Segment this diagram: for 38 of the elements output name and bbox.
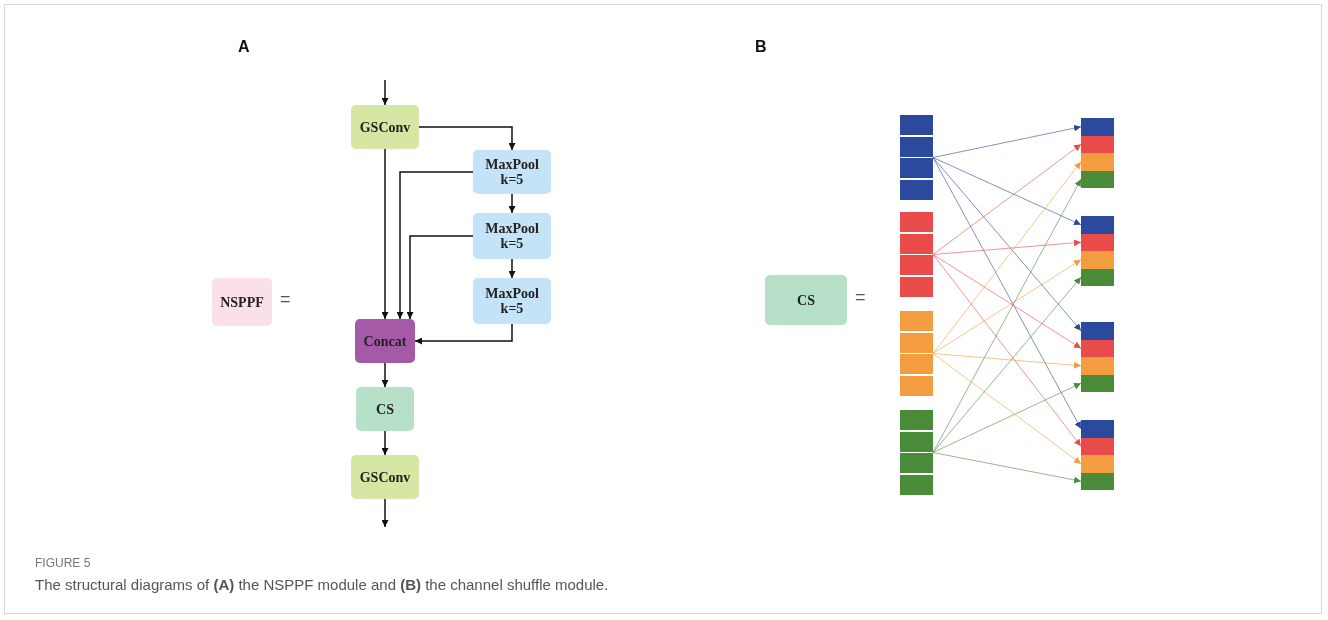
equals-sign: = xyxy=(855,287,866,308)
figure-caption: The structural diagrams of (A) the NSPPF module and (B) the channel shuffle module. xyxy=(35,576,609,593)
arrow xyxy=(381,362,389,388)
arrow xyxy=(508,193,516,214)
equals-sign: = xyxy=(280,289,291,310)
process-box: CS xyxy=(356,387,414,431)
arrow xyxy=(418,126,516,151)
channel-block xyxy=(1081,216,1114,234)
arrow xyxy=(381,79,389,106)
arrow xyxy=(414,323,513,345)
process-box: MaxPool k=5 xyxy=(473,213,551,259)
arrow xyxy=(508,258,516,279)
process-box: MaxPool k=5 xyxy=(473,150,551,194)
process-box: GSConv xyxy=(351,105,419,149)
arrow xyxy=(396,171,474,320)
figure-number: FIGURE 5 xyxy=(35,556,91,570)
channel-group-bar xyxy=(900,311,933,396)
arrow xyxy=(406,235,474,320)
channel-block xyxy=(1081,455,1114,473)
arrow xyxy=(381,148,389,320)
panel-letter: B xyxy=(755,38,767,56)
process-box: GSConv xyxy=(351,455,419,499)
channel-block xyxy=(1081,322,1114,340)
channel-block xyxy=(1081,357,1114,375)
channel-group-bar xyxy=(900,410,933,495)
panel-letter: A xyxy=(238,38,250,56)
process-box: MaxPool k=5 xyxy=(473,278,551,324)
channel-block xyxy=(1081,153,1114,171)
channel-block xyxy=(1081,420,1114,438)
channel-group-bar xyxy=(900,115,933,200)
module-box: CS xyxy=(765,275,847,325)
process-box: Concat xyxy=(355,319,415,363)
arrow xyxy=(381,430,389,456)
channel-block xyxy=(1081,251,1114,269)
channel-group-bar xyxy=(900,212,933,297)
module-box: NSPPF xyxy=(212,278,272,326)
channel-block xyxy=(1081,118,1114,136)
arrow xyxy=(381,498,389,528)
